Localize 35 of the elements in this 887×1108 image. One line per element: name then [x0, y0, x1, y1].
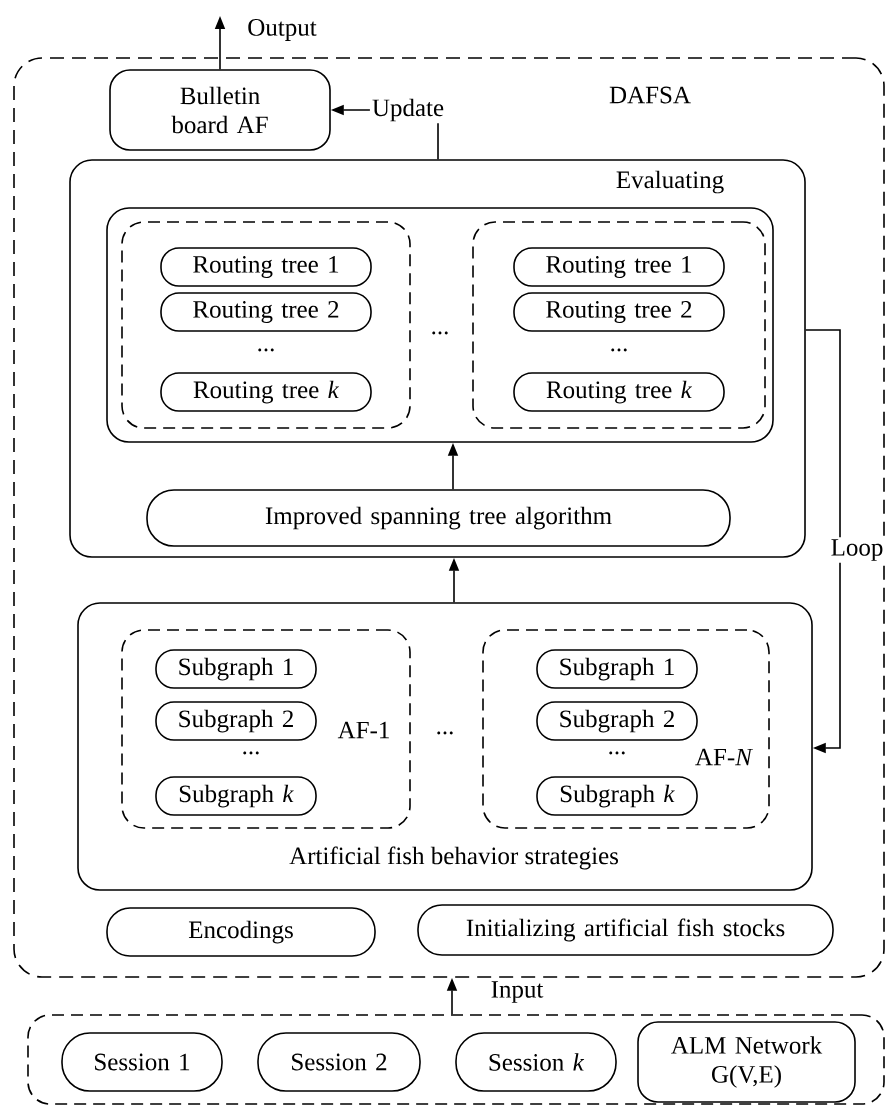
dashed-group-box: [472, 221, 766, 429]
ellipsis-label: ...: [432, 331, 448, 335]
ellipsis-label: ...: [437, 731, 453, 735]
ellipsis-label: ...: [611, 348, 627, 352]
process-box: Subgraph 2: [536, 701, 698, 741]
process-box: Session k: [455, 1032, 617, 1092]
process-box: Routing tree 1: [160, 247, 372, 287]
process-box: Bulletin board AF: [109, 69, 331, 151]
process-box: Routing tree 1: [513, 247, 725, 287]
edge-label: Loop: [828, 537, 886, 563]
process-box: Session 1: [61, 1032, 223, 1092]
process-box: Subgraph k: [536, 776, 698, 816]
process-box: Subgraph 1: [536, 649, 698, 689]
process-box: Subgraph 2: [155, 701, 317, 741]
process-box: Routing tree 2: [160, 292, 372, 332]
process-box: Routing tree k: [160, 372, 372, 412]
dashed-group-box: [121, 221, 411, 429]
process-box: Encodings: [106, 907, 376, 957]
process-box: Session 2: [257, 1032, 421, 1092]
arrow: [805, 329, 841, 754]
edge-label: Input: [488, 979, 546, 1005]
ellipsis-label: ...: [258, 348, 274, 352]
process-box: Subgraph k: [155, 776, 317, 816]
ellipsis-label: ...: [243, 751, 259, 755]
panel-box: [106, 207, 774, 443]
edge-label: Output: [245, 17, 319, 43]
dashed-group-box: [27, 1014, 885, 1105]
process-box: Routing tree 2: [513, 292, 725, 332]
process-box: Subgraph 1: [155, 649, 317, 689]
process-box: Initializing artificial fish stocks: [417, 904, 834, 956]
process-box: ALM Network G(V,E): [637, 1021, 856, 1103]
ellipsis-label: ...: [609, 751, 625, 755]
process-box: Routing tree k: [513, 372, 725, 412]
edge-label: Update: [369, 96, 447, 124]
process-box: Improved spanning tree algorithm: [146, 489, 731, 547]
